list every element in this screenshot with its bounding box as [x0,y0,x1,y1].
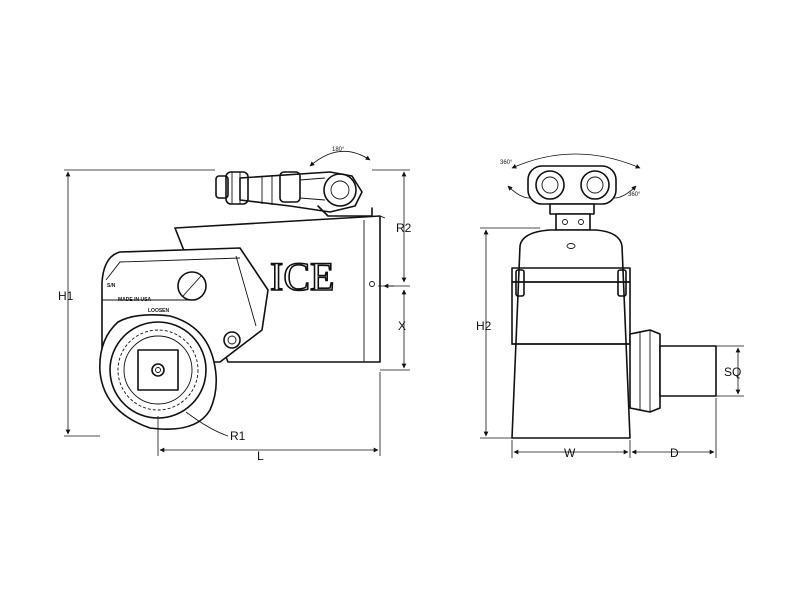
angle-label-180: 180° [332,147,345,153]
dim-label-r2: R2 [396,221,412,235]
angle-label-360-right: 360° [628,192,641,198]
swivel-rotation-arcs: 360° 360° [500,153,641,199]
side-dimensions: H1 R2 X L R1 [58,169,412,463]
swivel-fitting [215,171,373,217]
dim-label-h2: H2 [476,319,492,333]
dim-label-x: X [398,319,406,333]
dim-label-l: L [257,449,264,463]
swivel-rotation-arc: 180° [309,147,371,167]
front-dimensions: H2 W D SQ [476,227,744,460]
side-view: 180° ICE S/N MADE IN USA LOOSEN [58,147,412,463]
made-in-usa-label: MADE IN USA [118,297,151,303]
loosen-label: LOOSEN [148,308,170,314]
serial-plate-mark: S/N [107,283,116,289]
twin-swivel [527,165,617,231]
dim-label-d: D [670,446,679,460]
drive-ring [99,314,218,430]
ice-logo: ICE [270,254,334,299]
dim-label-sq: SQ [724,365,741,379]
dim-label-h1: H1 [58,289,74,303]
square-drive [629,329,717,413]
dim-label-w: W [564,446,576,460]
front-body [511,229,631,439]
angle-label-360-left: 360° [500,160,513,166]
dim-label-r1: R1 [230,429,246,443]
front-view: 360° 360° H2 [476,153,744,460]
